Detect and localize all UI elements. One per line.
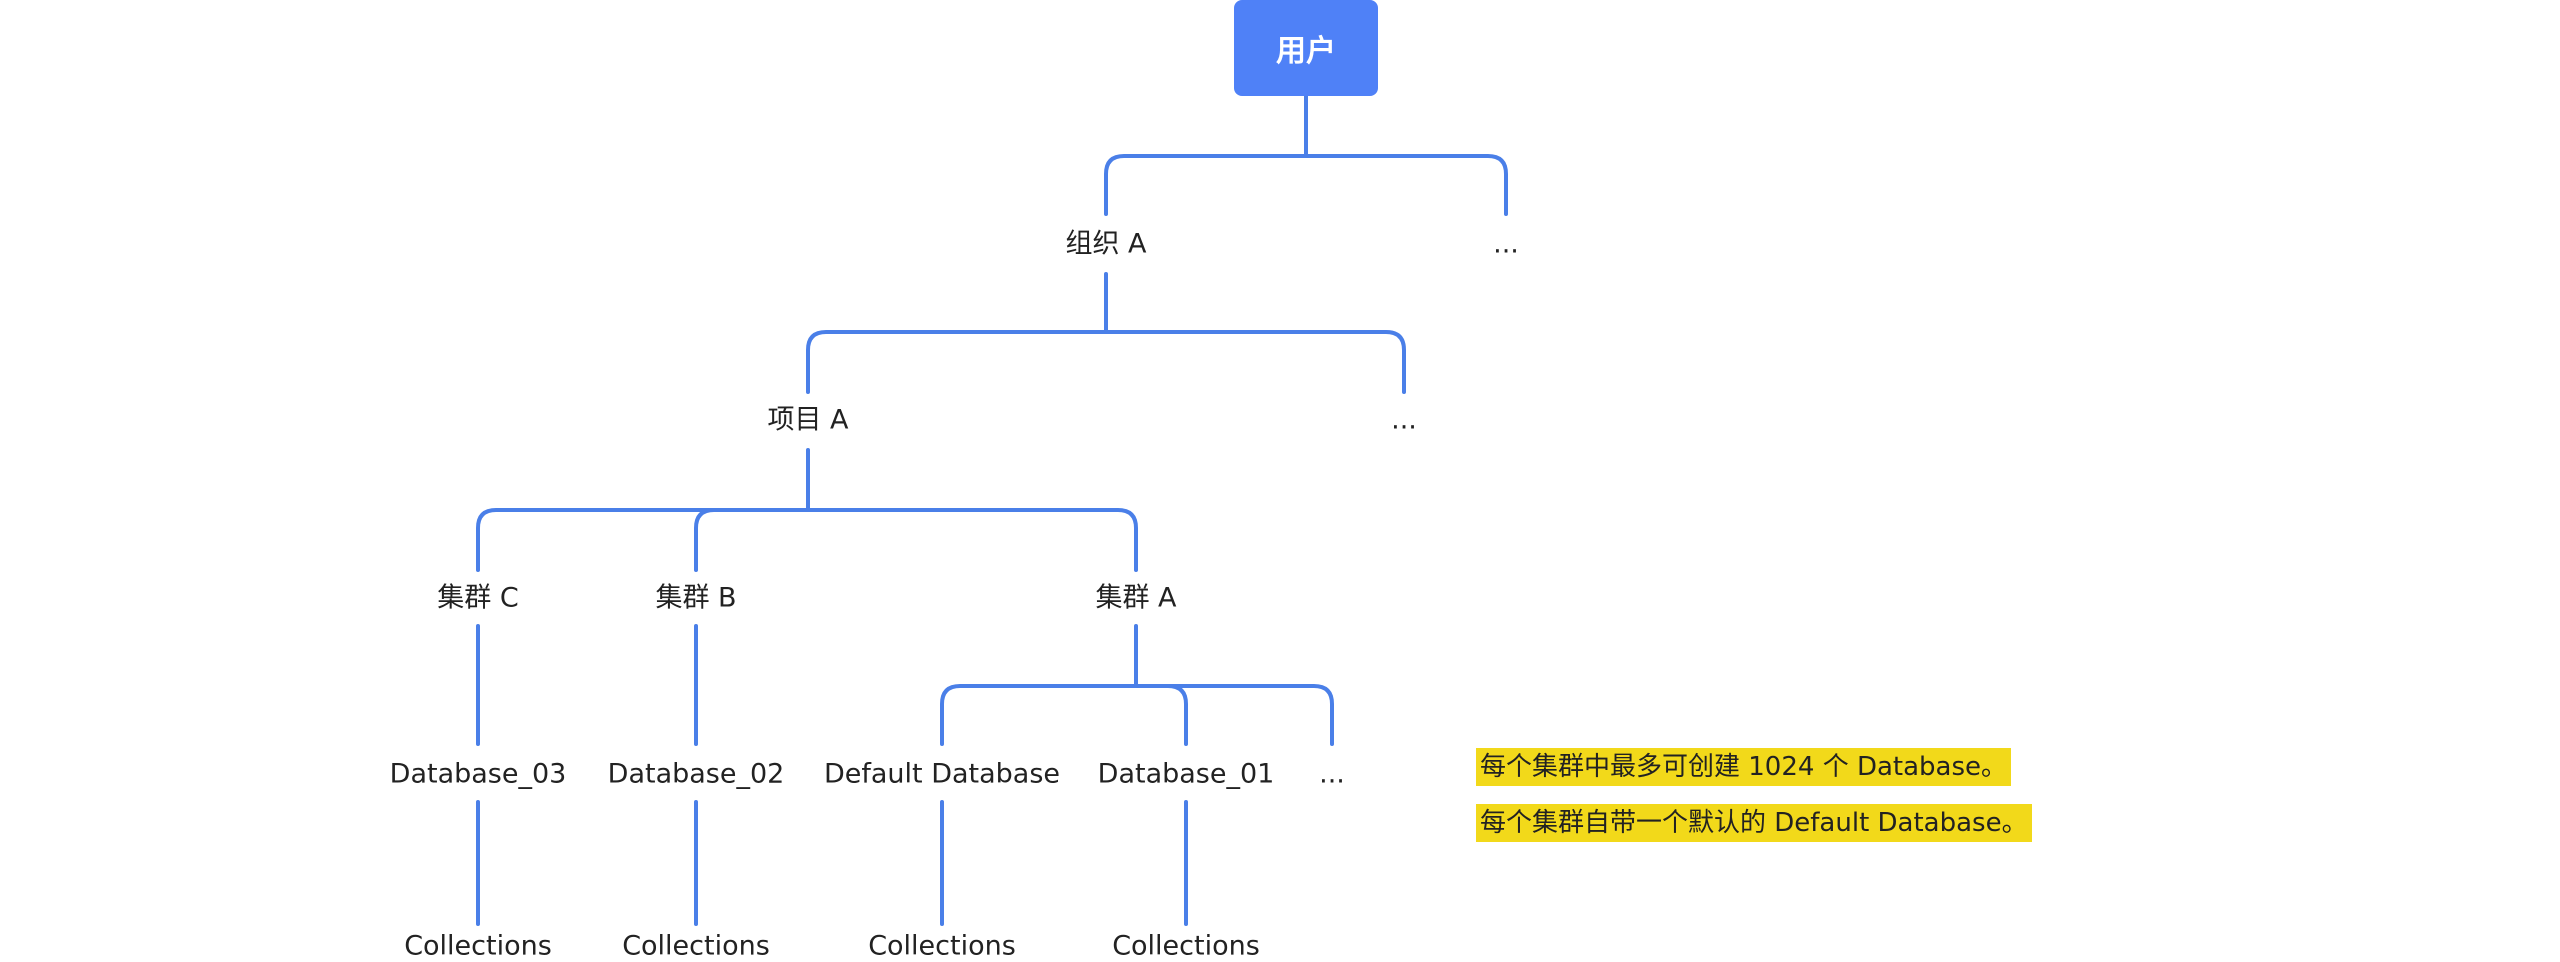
org-node-a: 组织 A: [1061, 230, 1151, 258]
collections-node: Collections: [618, 932, 774, 960]
cluster-node-c: 集群 C: [433, 584, 523, 612]
collections-node: Collections: [400, 932, 556, 960]
project-node-more: ...: [1387, 406, 1421, 434]
database-node-01: Database_01: [1093, 760, 1279, 788]
cluster-node-a: 集群 A: [1091, 584, 1181, 612]
connector-project-to-clusters: [476, 448, 1138, 572]
root-node-user: 用户: [1234, 0, 1378, 96]
org-node-more: ...: [1489, 230, 1523, 258]
note-max-databases: 每个集群中最多可创建 1024 个 Database。: [1476, 748, 2012, 786]
database-node-03: Database_03: [385, 760, 571, 788]
database-node-default: Default Database: [819, 760, 1065, 788]
collections-node: Collections: [1108, 932, 1264, 960]
collections-node: Collections: [864, 932, 1020, 960]
database-node-02: Database_02: [603, 760, 789, 788]
connector-org-to-projects: [806, 272, 1406, 394]
database-node-more: ...: [1315, 760, 1349, 788]
note-default-database: 每个集群自带一个默认的 Default Database。: [1476, 804, 2032, 842]
project-node-a: 项目 A: [763, 406, 853, 434]
cluster-node-b: 集群 B: [651, 584, 741, 612]
connector-root-to-orgs: [1104, 94, 1508, 216]
connector-cluster-a-to-dbs: [940, 624, 1334, 746]
